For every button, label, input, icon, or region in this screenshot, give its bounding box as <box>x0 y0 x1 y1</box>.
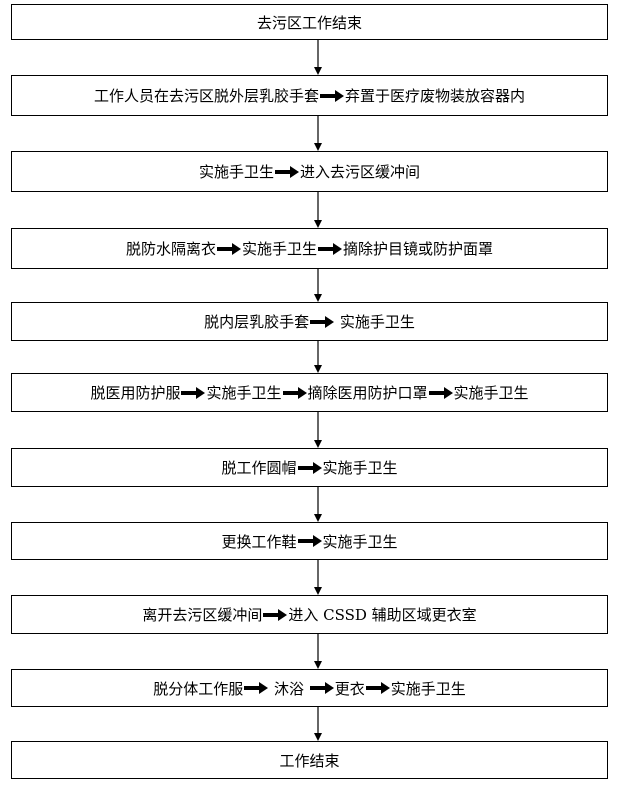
flow-step-phrase: 实施手卫生 <box>198 163 274 181</box>
flow-step-phrase: 脱工作圆帽 <box>221 459 297 477</box>
flow-step-box: 实施手卫生 进入去污区缓冲间 <box>11 151 608 192</box>
flow-step-box: 脱医用防护服 实施手卫生 摘除医用防护口罩 实施手卫生 <box>11 373 608 412</box>
down-arrow-icon <box>314 634 322 669</box>
right-arrow-icon <box>297 535 322 547</box>
right-arrow-icon <box>309 682 334 694</box>
flow-step-phrase: 实施手卫生 <box>390 679 466 698</box>
flow-step-box: 脱工作圆帽 实施手卫生 <box>11 448 608 487</box>
down-arrow-icon <box>314 560 322 595</box>
right-arrow-icon <box>275 165 299 178</box>
flow-step-phrase: 弃置于医疗废物装放容器内 <box>345 87 526 105</box>
flow-step-text: 脱防水隔离衣 实施手卫生 摘除护目镜或防护面罩 <box>126 238 493 259</box>
flow-step-phrase: 实施手卫生 <box>453 384 529 402</box>
flow-step-box: 去污区工作结束 <box>11 4 608 40</box>
right-arrow-icon <box>297 461 322 474</box>
flow-step-phrase: 摘除医用防护口罩 <box>307 384 428 402</box>
flow-step-box: 脱防水隔离衣 实施手卫生 摘除护目镜或防护面罩 <box>11 228 608 269</box>
flow-step-phrase: 实施手卫生 <box>322 459 398 477</box>
down-arrow-icon <box>314 487 322 522</box>
flow-step-box: 离开去污区缓冲间 进入 CSSD 辅助区域更衣室 <box>11 595 608 634</box>
flow-step-text: 脱医用防护服 实施手卫生 摘除医用防护口罩 实施手卫生 <box>90 382 528 403</box>
flow-step-phrase: 实施手卫生 <box>335 313 415 331</box>
right-arrow-icon <box>310 315 335 328</box>
right-arrow-icon <box>318 242 342 255</box>
flow-step-text: 工作人员在去污区脱外层乳胶手套 弃置于医疗废物装放容器内 <box>94 85 525 106</box>
down-arrow-icon <box>314 40 322 75</box>
down-arrow-icon <box>314 341 322 373</box>
flow-step-phrase: 离开去污区缓冲间 <box>142 606 263 624</box>
right-arrow-icon <box>181 386 206 399</box>
flow-step-text: 离开去污区缓冲间 进入 CSSD 辅助区域更衣室 <box>142 604 476 625</box>
flow-step-box: 更换工作鞋 实施手卫生 <box>11 522 608 560</box>
flow-step-phrase: 脱分体工作服 <box>153 679 244 698</box>
down-arrow-icon <box>314 412 322 448</box>
flow-step-box: 工作人员在去污区脱外层乳胶手套 弃置于医疗废物装放容器内 <box>11 75 608 116</box>
flow-step-phrase: 脱防水隔离衣 <box>125 240 216 258</box>
flow-step-phrase: 去污区工作结束 <box>256 13 362 32</box>
flow-step-text: 更换工作鞋 实施手卫生 <box>221 531 397 552</box>
flow-step-phrase: 工作结束 <box>279 751 340 770</box>
flow-step-box: 脱分体工作服 沐浴 更衣 实施手卫生 <box>11 669 608 707</box>
flow-step-phrase: 实施手卫生 <box>322 532 398 551</box>
flow-step-phrase: 沐浴 <box>269 679 309 698</box>
down-arrow-icon <box>314 192 322 228</box>
down-arrow-icon <box>314 707 322 741</box>
down-arrow-icon <box>314 269 322 302</box>
right-arrow-icon <box>244 682 269 694</box>
flow-step-box: 脱内层乳胶手套 实施手卫生 <box>11 302 608 341</box>
flow-step-phrase: 摘除护目镜或防护面罩 <box>343 240 494 258</box>
flow-step-phrase: 进入 CSSD 辅助区域更衣室 <box>288 606 477 624</box>
right-arrow-icon <box>365 682 390 694</box>
flow-step-phrase: 脱医用防护服 <box>90 384 181 402</box>
flow-step-text: 脱内层乳胶手套 实施手卫生 <box>204 311 415 332</box>
flow-step-text: 去污区工作结束 <box>257 12 362 33</box>
flow-step-phrase: 脱内层乳胶手套 <box>204 313 310 331</box>
flow-step-text: 实施手卫生 进入去污区缓冲间 <box>199 161 420 182</box>
flow-step-phrase: 进入去污区缓冲间 <box>300 163 421 181</box>
down-arrow-icon <box>314 116 322 151</box>
right-arrow-icon <box>320 89 344 102</box>
right-arrow-icon <box>263 608 288 621</box>
right-arrow-icon <box>216 242 241 255</box>
flow-step-phrase: 实施手卫生 <box>241 240 317 258</box>
flow-step-text: 工作结束 <box>279 750 339 771</box>
flow-step-phrase: 实施手卫生 <box>206 384 282 402</box>
flow-step-text: 脱分体工作服 沐浴 更衣 实施手卫生 <box>153 678 466 699</box>
flow-step-phrase: 工作人员在去污区脱外层乳胶手套 <box>93 87 319 105</box>
flow-step-box: 工作结束 <box>11 741 608 779</box>
flow-step-phrase: 更衣 <box>334 679 365 698</box>
right-arrow-icon <box>428 386 453 399</box>
flow-step-phrase: 更换工作鞋 <box>221 532 297 551</box>
flow-step-text: 脱工作圆帽 实施手卫生 <box>221 457 397 478</box>
right-arrow-icon <box>282 386 307 399</box>
